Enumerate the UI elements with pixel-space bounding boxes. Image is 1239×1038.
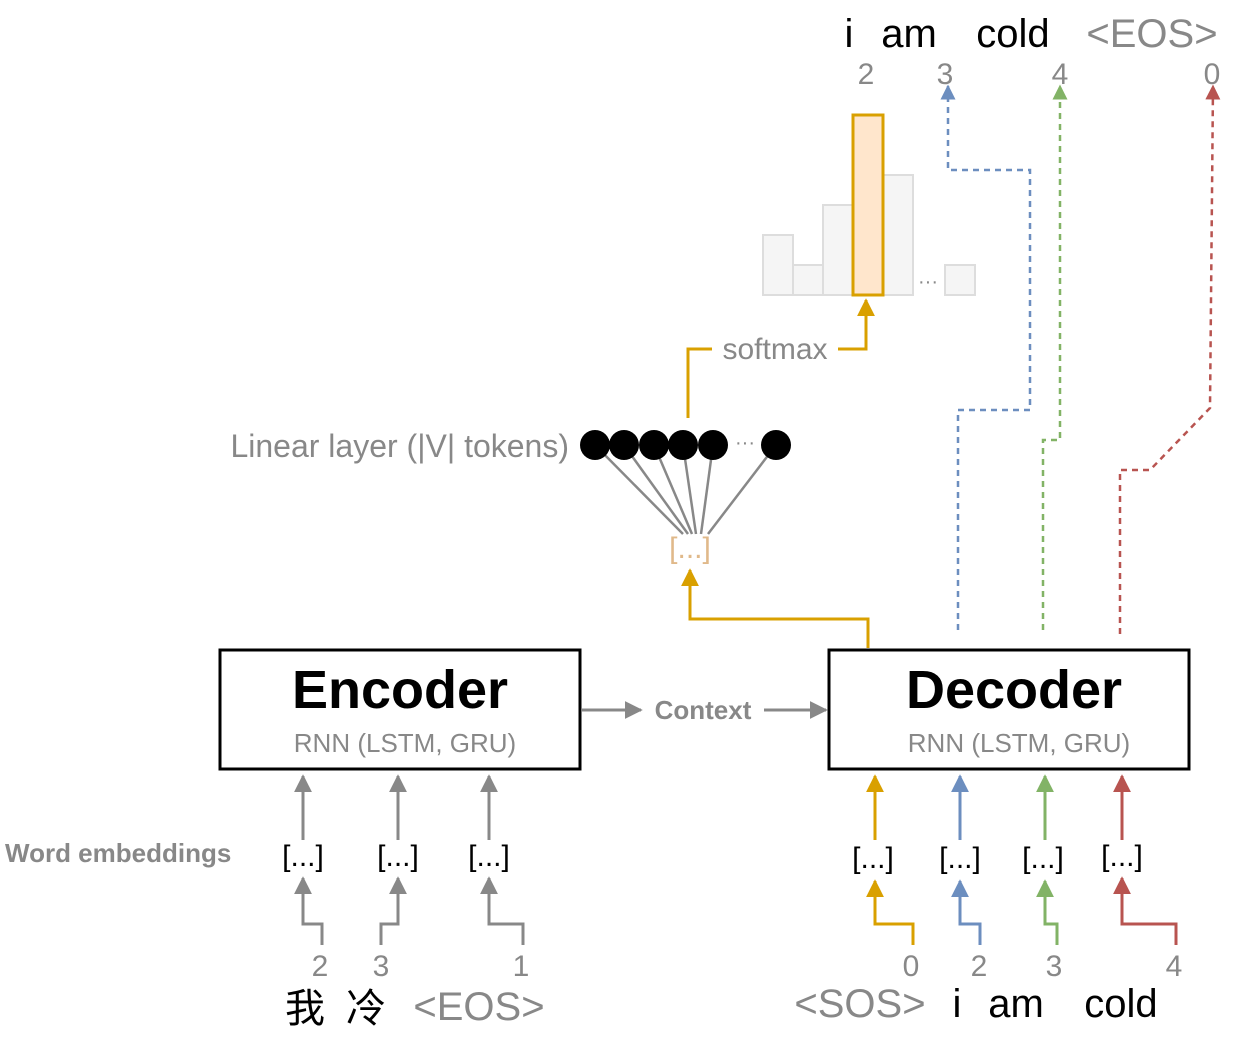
input-token: 我: [285, 986, 325, 1032]
neuron: [580, 430, 610, 460]
encoder-subtitle: RNN (LSTM, GRU): [294, 728, 516, 758]
token-id: 4: [1166, 950, 1183, 983]
neuron: [609, 430, 639, 460]
word-embedding: [...]: [377, 840, 419, 873]
output-token: am: [881, 12, 937, 56]
histogram-bar: [944, 264, 976, 296]
softmax-label: softmax: [722, 333, 827, 366]
softmax-arrow-head: [838, 298, 875, 351]
word-embedding: [...]: [939, 842, 981, 875]
output-token-id: 4: [1052, 58, 1069, 91]
blue-output-arrow: [940, 84, 1032, 630]
softmax-arrow: [686, 347, 712, 418]
context-label: Context: [655, 695, 752, 725]
decoder-embeddings: [...] [...] [...] [...]: [852, 840, 1143, 875]
linear-ellipsis: ···: [735, 432, 755, 454]
decoder-title: Decoder: [906, 660, 1122, 720]
neuron: [639, 430, 669, 460]
output-token-id: 2: [858, 58, 875, 91]
token-id: 1: [513, 950, 530, 983]
histogram-bar: [822, 204, 854, 296]
neuron: [761, 430, 791, 460]
word-embedding: [...]: [1022, 842, 1064, 875]
encoder-token-ids: 2 3 1: [312, 950, 530, 983]
decoder-tokens: <SOS> i am cold: [794, 982, 1157, 1026]
output-tokens: i am cold <EOS>: [845, 12, 1218, 56]
encoder-title: Encoder: [292, 660, 508, 720]
token-id: 3: [1046, 950, 1063, 983]
encoder-box: Encoder RNN (LSTM, GRU): [218, 648, 582, 771]
encoder-tokens: 我 冷 <EOS>: [285, 985, 545, 1032]
output-token: <EOS>: [1086, 12, 1217, 56]
token-id: 2: [971, 950, 988, 983]
linear-layer-neurons: [580, 430, 791, 460]
hidden-state: [...]: [669, 532, 711, 565]
input-token: i: [953, 982, 962, 1026]
token-id: 2: [312, 950, 329, 983]
output-token-id: 3: [937, 58, 954, 91]
decoder-token-ids: 0 2 3 4: [903, 950, 1183, 983]
word-embedding: [...]: [852, 842, 894, 875]
histogram-bar: [762, 234, 794, 296]
histogram-bar-highlight: [851, 113, 885, 297]
input-token: <EOS>: [413, 985, 544, 1029]
output-token-ids: 2 3 4 0: [858, 58, 1221, 91]
token-id: 3: [373, 950, 390, 983]
word-embedding: [...]: [468, 840, 510, 873]
histogram-bar: [792, 264, 824, 296]
histogram-bar: [882, 174, 914, 296]
input-token: <SOS>: [794, 982, 925, 1026]
output-token-id: 0: [1204, 58, 1221, 91]
input-token: cold: [1084, 982, 1157, 1026]
green-output-arrow: [1041, 84, 1068, 630]
decoder-embedding-arrows: [866, 774, 1178, 945]
neuron: [698, 430, 728, 460]
decoder-box: Decoder RNN (LSTM, GRU): [827, 648, 1191, 771]
decoder-subtitle: RNN (LSTM, GRU): [908, 728, 1130, 758]
encoder-embeddings: [...] [...] [...]: [282, 840, 510, 873]
output-histogram: ···: [762, 113, 976, 297]
word-embedding: [...]: [1101, 840, 1143, 873]
token-id: 0: [903, 950, 920, 983]
output-token: cold: [976, 12, 1049, 56]
word-embedding: [...]: [282, 840, 324, 873]
input-token: am: [988, 982, 1044, 1026]
encoder-embedding-arrows: [294, 774, 525, 945]
histogram-ellipsis: ···: [918, 271, 938, 293]
red-output-arrow: [1118, 84, 1221, 634]
input-token: 冷: [346, 986, 386, 1032]
word-embeddings-label: Word embeddings: [5, 838, 231, 868]
linear-layer-label: Linear layer (|V| tokens): [230, 428, 569, 464]
neuron: [668, 430, 698, 460]
output-token: i: [845, 12, 854, 56]
decoder-to-hidden-arrow: [681, 568, 870, 648]
